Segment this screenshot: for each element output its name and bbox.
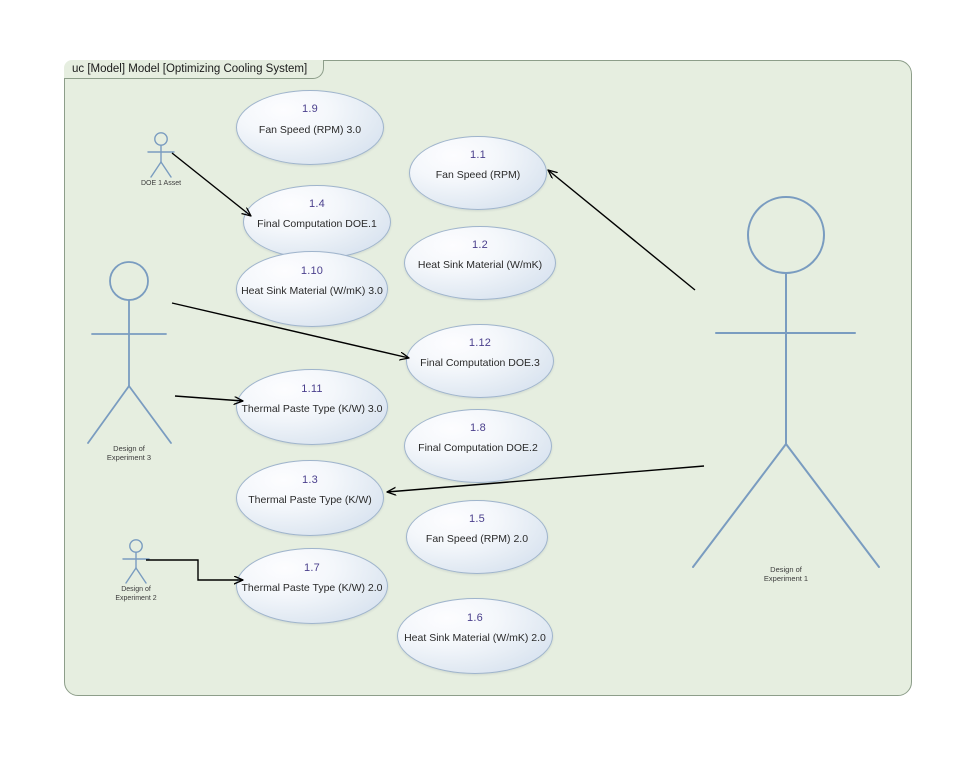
use-case-label: Final Computation DOE.3 [420, 357, 540, 370]
actor-design-of-experiment-1[interactable]: Design of Experiment 1 [680, 196, 912, 586]
use-case-1-4[interactable]: 1.4 Final Computation DOE.1 [243, 185, 391, 259]
actor-label: Design of Experiment 2 [115, 586, 157, 602]
use-case-number: 1.11 [301, 382, 323, 395]
use-case-label: Fan Speed (RPM) 2.0 [425, 533, 529, 546]
use-case-number: 1.6 [467, 611, 483, 624]
use-case-label: Heat Sink Material (W/mK) [417, 259, 543, 272]
use-case-number: 1.10 [300, 264, 324, 277]
actor-figure-icon [692, 196, 880, 568]
use-case-label: Thermal Paste Type (K/W) [248, 494, 372, 507]
use-case-number: 1.7 [304, 561, 320, 574]
uml-frame-title-tab: uc [Model] Model [Optimizing Cooling Sys… [64, 60, 325, 79]
use-case-number: 1.2 [472, 239, 488, 252]
use-case-1-5[interactable]: 1.5 Fan Speed (RPM) 2.0 [406, 500, 548, 574]
actor-design-of-experiment-2[interactable]: Design of Experiment 2 [113, 538, 159, 602]
use-case-number: 1.5 [469, 513, 485, 526]
use-case-number: 1.9 [302, 103, 318, 116]
use-case-1-10[interactable]: 1.10 Heat Sink Material (W/mK) 3.0 [236, 251, 388, 327]
use-case-1-8[interactable]: 1.8 Final Computation DOE.2 [404, 409, 552, 483]
use-case-label: Heat Sink Material (W/mK) 3.0 [241, 285, 383, 298]
use-case-label: Final Computation DOE.2 [418, 442, 538, 455]
actor-figure-icon [147, 132, 175, 178]
use-case-1-11[interactable]: 1.11 Thermal Paste Type (K/W) 3.0 [236, 369, 388, 445]
use-case-label: Thermal Paste Type (K/W) 2.0 [241, 582, 383, 595]
actor-label: Design of Experiment 3 [106, 444, 152, 463]
use-case-label: Fan Speed (RPM) [435, 169, 521, 182]
use-case-1-9[interactable]: 1.9 Fan Speed (RPM) 3.0 [236, 90, 384, 165]
actor-figure-icon [122, 539, 150, 584]
use-case-1-2[interactable]: 1.2 Heat Sink Material (W/mK) [404, 226, 556, 300]
use-case-number: 1.3 [302, 473, 318, 486]
use-case-label: Heat Sink Material (W/mK) 2.0 [404, 632, 546, 645]
use-case-number: 1.12 [468, 337, 492, 350]
use-case-label: Final Computation DOE.1 [257, 218, 377, 231]
actor-design-of-experiment-3[interactable]: Design of Experiment 3 [83, 258, 211, 473]
actor-doe-1-asset[interactable]: DOE 1 Asset [138, 131, 184, 191]
uml-frame-title: uc [Model] Model [Optimizing Cooling Sys… [72, 62, 308, 75]
use-case-number: 1.1 [470, 149, 486, 162]
use-case-1-7[interactable]: 1.7 Thermal Paste Type (K/W) 2.0 [236, 548, 388, 624]
use-case-1-1[interactable]: 1.1 Fan Speed (RPM) [409, 136, 547, 210]
use-case-label: Thermal Paste Type (K/W) 3.0 [241, 403, 383, 416]
actor-label: DOE 1 Asset [140, 180, 182, 187]
use-case-1-3[interactable]: 1.3 Thermal Paste Type (K/W) [236, 460, 384, 536]
use-case-1-12[interactable]: 1.12 Final Computation DOE.3 [406, 324, 554, 398]
actor-figure-icon [87, 261, 172, 444]
use-case-label: Fan Speed (RPM) 3.0 [258, 123, 362, 136]
use-case-number: 1.4 [309, 198, 325, 211]
use-case-1-6[interactable]: 1.6 Heat Sink Material (W/mK) 2.0 [397, 598, 553, 674]
actor-label: Design of Experiment 1 [763, 565, 809, 584]
use-case-number: 1.8 [470, 422, 486, 435]
